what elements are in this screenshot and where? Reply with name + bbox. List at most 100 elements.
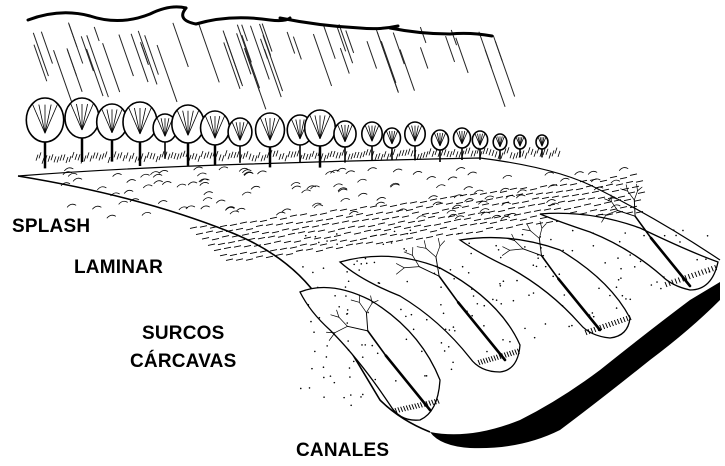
laminar-stroke (244, 245, 251, 247)
laminar-stroke (384, 229, 391, 231)
tuft-stroke (464, 187, 473, 190)
laminar-stroke (296, 222, 303, 224)
tuft-stroke (68, 173, 77, 176)
laminar-stroke (426, 206, 433, 208)
laminar-stroke (310, 244, 317, 246)
laminar-stroke (248, 238, 255, 240)
grass-stroke (117, 154, 119, 160)
speckle-dot (622, 295, 624, 297)
laminar-stroke (270, 217, 277, 219)
speckle-dot (709, 271, 711, 273)
laminar-stroke (490, 222, 497, 224)
laminar-stroke (218, 243, 225, 245)
laminar-stroke (370, 235, 377, 237)
grass-stroke (144, 156, 146, 162)
laminar-stroke (206, 231, 213, 233)
laminar-stroke (250, 252, 257, 254)
speckle-dot (550, 239, 552, 241)
grass-stroke (90, 156, 92, 162)
speckle-dot (500, 303, 502, 305)
tuft-stroke (225, 207, 234, 210)
laminar-stroke (284, 241, 291, 243)
grass-stroke (321, 153, 323, 159)
speckle-dot (338, 306, 340, 308)
speckle-dot (360, 263, 362, 265)
grass-stroke (396, 154, 398, 160)
laminar-stroke (492, 204, 499, 206)
tuft-stroke (204, 192, 213, 195)
laminar-stroke (360, 238, 367, 240)
laminar-stroke (378, 223, 385, 225)
grass-stroke (333, 151, 335, 157)
label-surcos: SURCOS (142, 324, 225, 343)
speckle-dot (539, 236, 541, 238)
grass-stroke (69, 156, 71, 162)
grass-stroke (282, 153, 284, 159)
laminar-stroke (376, 242, 383, 244)
laminar-stroke (340, 240, 347, 242)
speckle-dot (405, 316, 407, 318)
laminar-stroke (510, 188, 517, 190)
laminar-stroke (310, 215, 317, 217)
laminar-stroke (520, 188, 527, 190)
laminar-stroke (290, 247, 297, 249)
laminar-stroke (542, 197, 549, 199)
grass-stroke (306, 154, 308, 160)
rain-streak (393, 33, 404, 65)
grass-stroke (180, 153, 182, 159)
grass-stroke (285, 155, 287, 161)
laminar-stroke (326, 218, 333, 220)
tuft-stroke (257, 171, 266, 174)
grass-stroke (156, 156, 158, 162)
speckle-dot (439, 268, 441, 270)
grass-stroke (366, 149, 368, 155)
laminar-stroke (472, 207, 479, 209)
laminar-stroke (320, 213, 327, 215)
tuft-stroke (588, 171, 597, 174)
grass-stroke (78, 154, 80, 160)
tree-icon (97, 104, 128, 162)
speckle-dot (558, 273, 560, 275)
laminar-stroke (348, 226, 355, 228)
grass-stroke (150, 153, 152, 159)
laminar-stroke (592, 191, 599, 193)
laminar-stroke (200, 226, 207, 228)
laminar-stroke (410, 202, 417, 204)
speckle-dot (421, 351, 423, 353)
laminar-stroke (600, 209, 607, 211)
speckle-dot (345, 295, 347, 297)
speckle-dot (326, 345, 328, 347)
grass-stroke (204, 153, 206, 159)
laminar-stroke (440, 227, 447, 229)
laminar-stroke (572, 194, 579, 196)
grass-stroke (51, 154, 53, 160)
grass-stroke (279, 154, 281, 160)
laminar-stroke (486, 227, 493, 229)
grass-stroke (75, 154, 77, 160)
speckle-dot (323, 396, 325, 398)
rain-streak (224, 42, 240, 88)
speckle-dot (625, 298, 627, 300)
laminar-stroke (610, 176, 617, 178)
speckle-dot (454, 330, 456, 332)
laminar-stroke (458, 213, 465, 215)
laminar-stroke (436, 234, 443, 236)
laminar-stroke (336, 247, 343, 249)
laminar-stroke (436, 203, 443, 205)
speckle-dot (443, 313, 445, 315)
speckle-dot (473, 295, 475, 297)
laminar-stroke (476, 231, 483, 233)
grass-stroke (228, 153, 230, 159)
grass-stroke (357, 152, 359, 158)
laminar-stroke (324, 237, 331, 239)
grass-stroke (222, 155, 224, 161)
speckle-dot (406, 338, 408, 340)
speckle-dot (364, 344, 366, 346)
speckle-dot (483, 325, 485, 327)
speckle-dot (451, 368, 453, 370)
laminar-stroke (446, 234, 453, 236)
tree-icon (256, 113, 285, 167)
label-splash: SPLASH (12, 217, 90, 236)
speckle-dot (413, 329, 415, 331)
tuft-stroke (326, 172, 335, 175)
